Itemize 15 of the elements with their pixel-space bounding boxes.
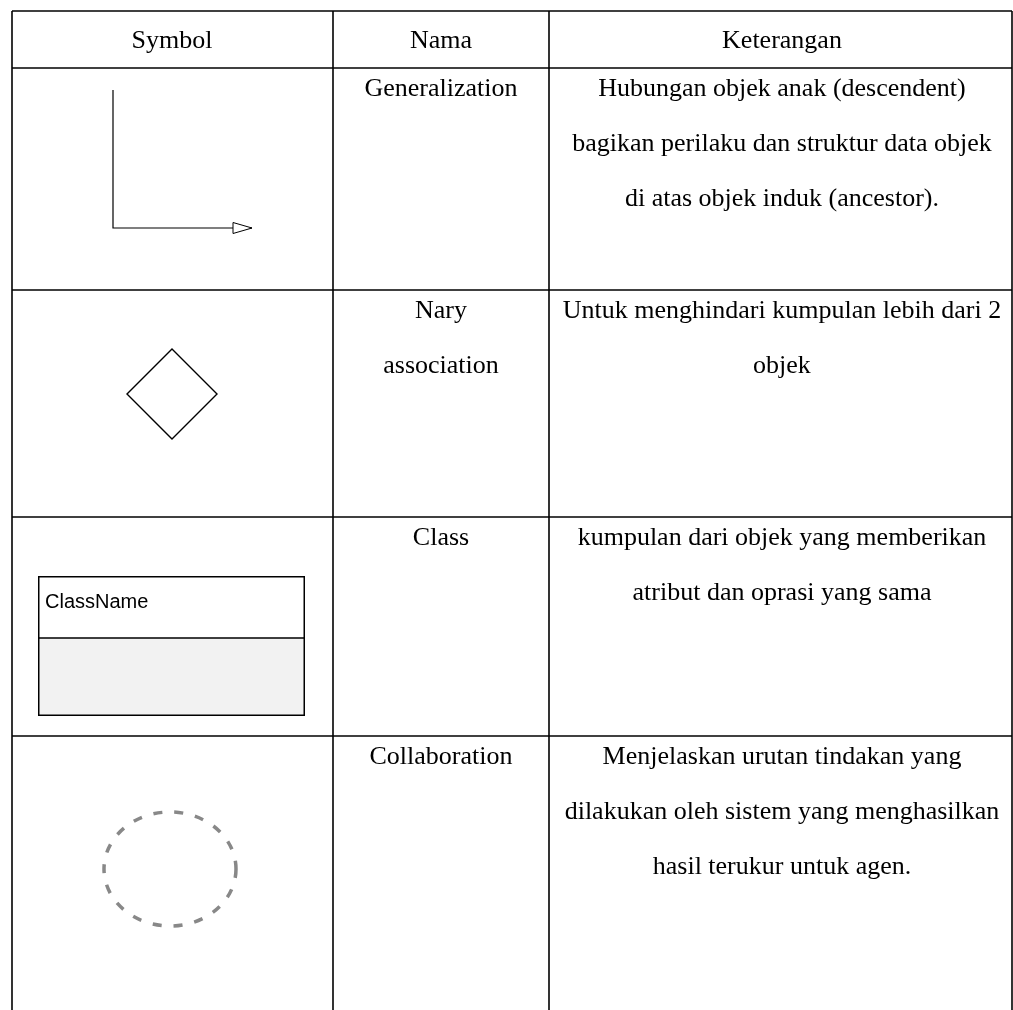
class-name: ClassName	[45, 590, 149, 613]
class-box	[38, 576, 305, 716]
symbol-name: Generalization	[363, 72, 519, 104]
diamond-symbol	[126, 348, 218, 440]
description-text: Menjelaskan urutan tindakan yang dilakukan oleh sistem yang menghasilkan hasil terukur untuk agen.	[563, 740, 1001, 882]
symbol-name: Collaboration	[368, 740, 514, 772]
dashed-circle-symbol	[102, 810, 238, 928]
symbol-name: Class	[411, 521, 471, 553]
symbol-name: Nary association	[382, 294, 500, 381]
column-header: Keterangan	[721, 24, 843, 56]
column-header: Symbol	[130, 24, 214, 56]
column-header: Nama	[408, 24, 474, 56]
description-text: kumpulan dari objek yang memberikan atribut dan oprasi yang sama	[576, 521, 988, 608]
description-text: Untuk menghindari kumpulan lebih dari 2 objek	[561, 294, 1003, 381]
description-text: Hubungan objek anak (descendent) bagikan perilaku dan struktur data objek di atas objek induk (ancestor).	[571, 72, 993, 214]
